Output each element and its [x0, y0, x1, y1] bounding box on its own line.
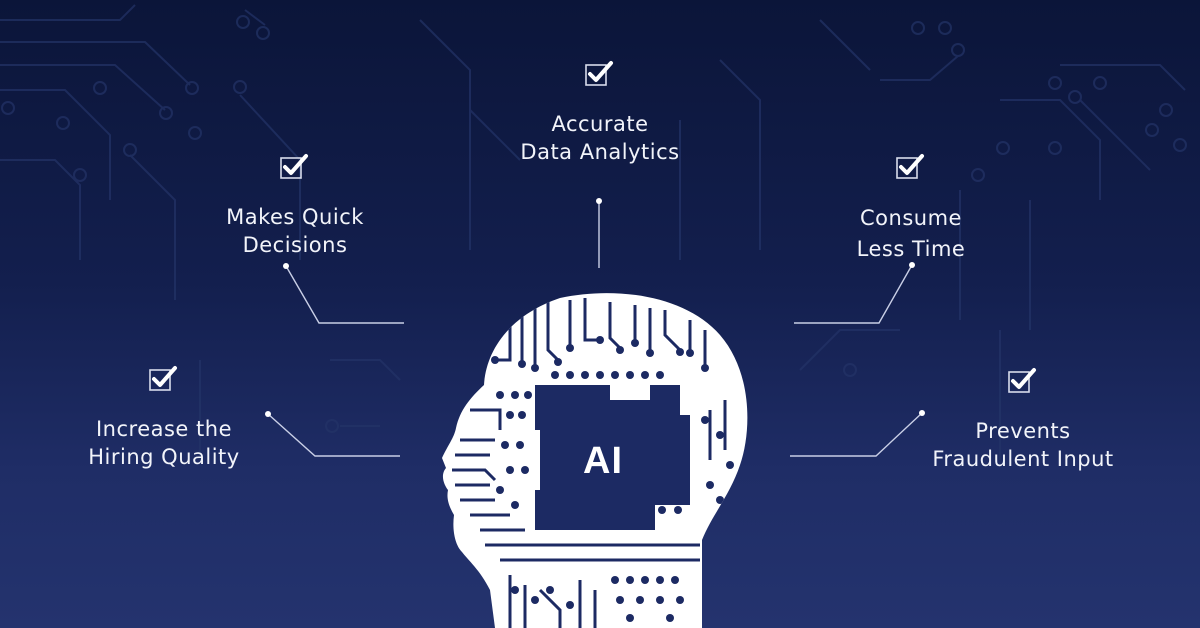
feature-accurate-data-analytics: Accurate Data Analytics: [500, 60, 700, 166]
checkbox-checked-icon: [1008, 368, 1036, 393]
checkbox-checked-icon: [280, 154, 308, 179]
feature-line-2: Decisions: [242, 233, 348, 257]
checkbox-checked-icon: [896, 154, 924, 179]
feature-line-1: Makes Quick: [226, 205, 364, 229]
checkbox-checked-icon: [149, 366, 177, 391]
feature-makes-quick-decisions: Makes Quick Decisions: [195, 153, 395, 259]
feature-increase-hiring-quality: Increase the Hiring Quality: [64, 365, 264, 471]
feature-line-2: Data Analytics: [520, 140, 680, 164]
feature-line-2: Hiring Quality: [88, 445, 240, 469]
feature-line-2: Less Time: [856, 237, 966, 261]
feature-line-1: Prevents: [975, 419, 1071, 443]
feature-line-2: Fraudulent Input: [932, 447, 1114, 471]
feature-consume-less-time: Consume Less Time: [811, 153, 1011, 265]
circuit-head-icon: [442, 293, 748, 628]
feature-prevents-fraudulent-input: Prevents Fraudulent Input: [913, 367, 1133, 473]
feature-line-1: Increase the: [95, 417, 232, 441]
feature-line-1: Consume: [860, 206, 962, 230]
checkbox-checked-icon: [585, 61, 613, 86]
feature-line-1: Accurate: [551, 112, 649, 136]
ai-label: AI: [583, 440, 623, 482]
